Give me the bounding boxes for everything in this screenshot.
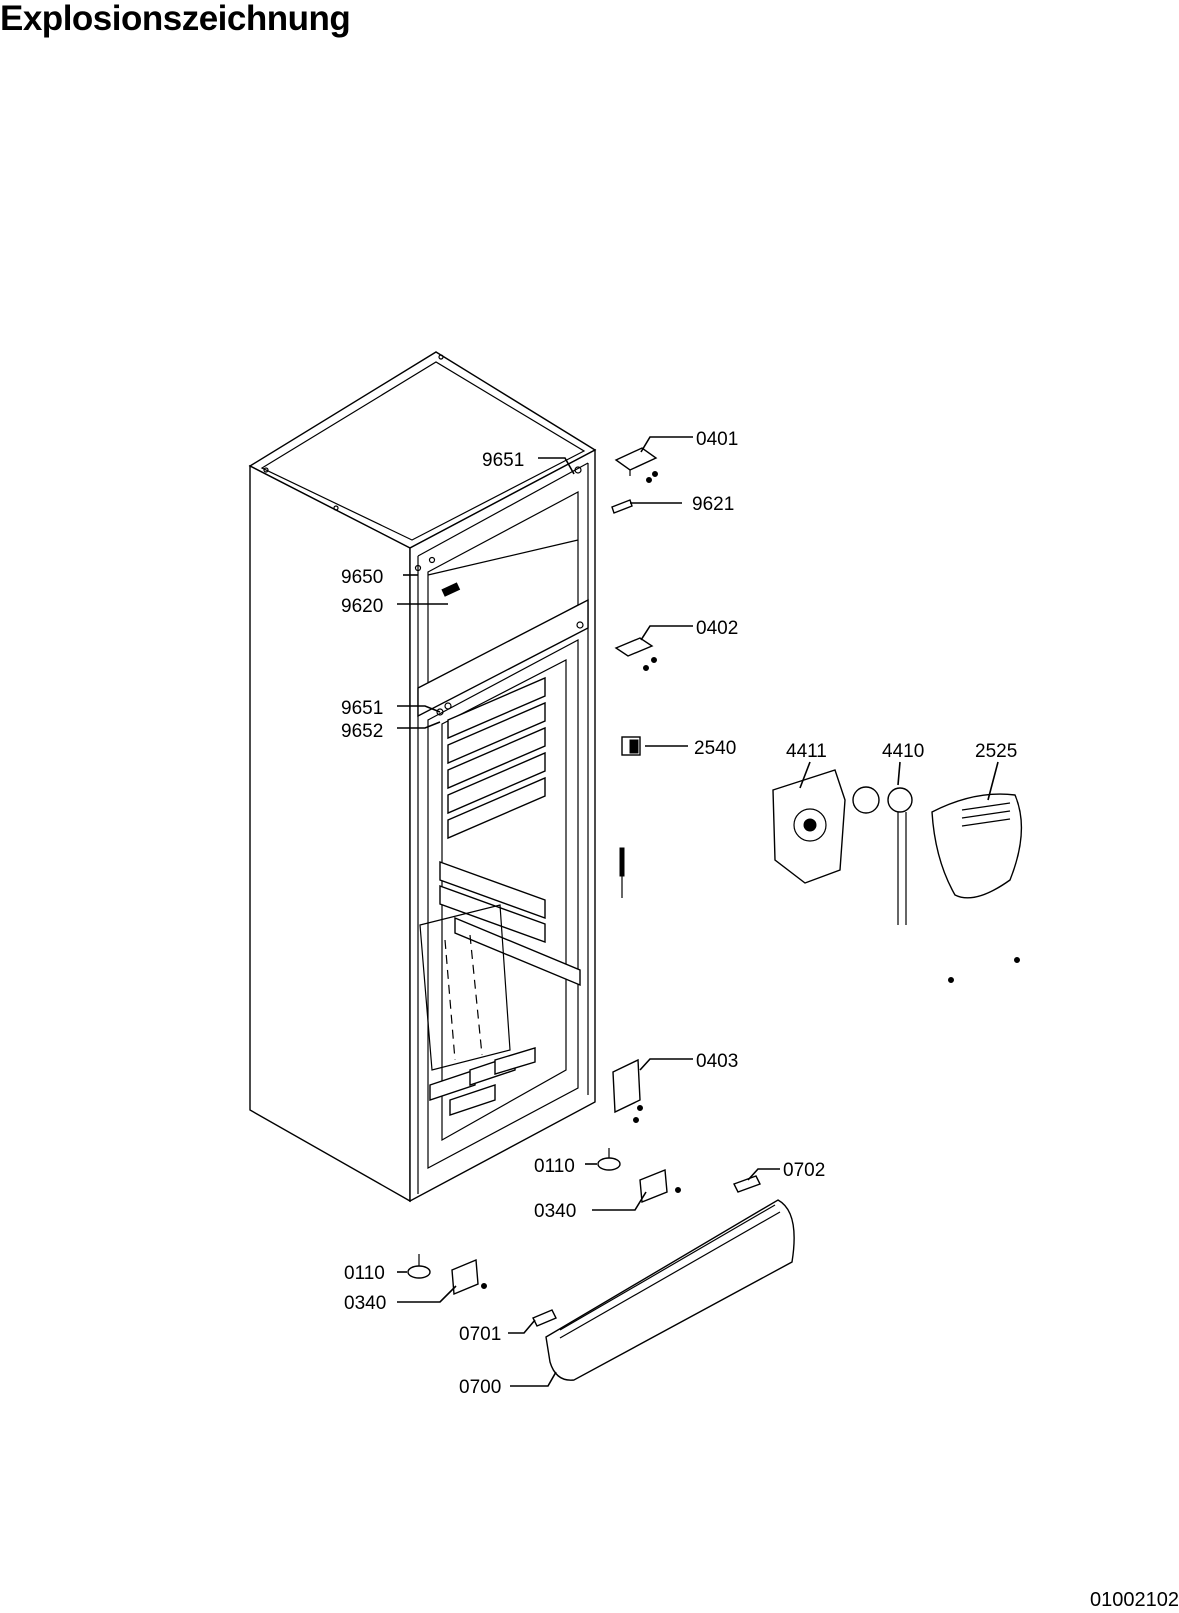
document-id: 01002102 xyxy=(1090,1589,1179,1611)
light-switch xyxy=(621,736,641,756)
label-0110-b: 0110 xyxy=(344,1263,385,1284)
page-title: Explosionszeichnung xyxy=(0,0,351,38)
label-0702: 0702 xyxy=(783,1160,825,1181)
base-grille xyxy=(545,1199,795,1381)
label-9651-top: 9651 xyxy=(482,450,524,471)
foot-bracket-left xyxy=(451,1258,487,1296)
label-0340-a: 0340 xyxy=(534,1201,576,1222)
label-2540: 2540 xyxy=(694,738,736,759)
label-0402: 0402 xyxy=(696,618,738,639)
adjustable-foot-left xyxy=(407,1254,431,1279)
refrigerator-cabinet xyxy=(248,351,597,1203)
label-9620: 9620 xyxy=(341,596,383,617)
base-clip-right xyxy=(733,1175,761,1193)
crisper-drawer xyxy=(419,904,536,1116)
label-9651-mid: 9651 xyxy=(341,698,383,719)
label-0403: 0403 xyxy=(696,1051,738,1072)
label-4410: 4410 xyxy=(882,741,924,762)
label-4411: 4411 xyxy=(786,741,827,762)
adjustable-foot-right xyxy=(597,1148,621,1171)
middle-hinge xyxy=(614,637,657,671)
base-clip-left xyxy=(532,1309,557,1327)
part-labels: 0401 9651 9621 9650 9620 0402 9651 9652 … xyxy=(341,429,1017,1398)
top-hinge xyxy=(614,447,658,483)
label-0340-b: 0340 xyxy=(344,1293,386,1314)
label-2525: 2525 xyxy=(975,741,1017,762)
foot-bracket-right xyxy=(639,1169,681,1203)
label-9652: 9652 xyxy=(341,721,383,742)
lamp-housing xyxy=(772,769,846,884)
label-9621: 9621 xyxy=(692,494,734,515)
label-9650: 9650 xyxy=(341,567,383,588)
thermostat-knob xyxy=(852,786,913,925)
thermostat-cover xyxy=(931,793,1023,899)
temperature-sensor xyxy=(619,847,625,898)
hinge-cover-plate xyxy=(611,499,633,514)
leader-lines xyxy=(397,436,999,1387)
bottom-hinge xyxy=(612,1058,643,1123)
screw-2 xyxy=(948,977,954,983)
label-0110-a: 0110 xyxy=(534,1156,575,1177)
screw-1 xyxy=(1014,957,1020,963)
shelf-rails xyxy=(439,676,581,987)
label-0701: 0701 xyxy=(459,1324,501,1345)
label-0401: 0401 xyxy=(696,429,738,450)
label-0700: 0700 xyxy=(459,1377,501,1398)
